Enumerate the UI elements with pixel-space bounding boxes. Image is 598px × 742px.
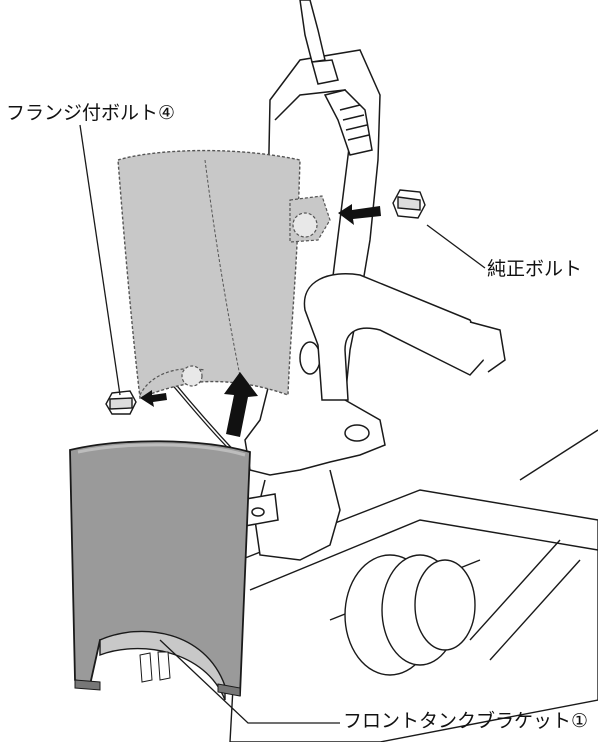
rear-bracket-outline <box>117 149 331 401</box>
brake-hose <box>299 0 373 156</box>
fork-tube-bottom <box>229 429 598 742</box>
flange-bolt-icon <box>105 390 137 415</box>
leader-lines <box>79 124 486 724</box>
arrows <box>140 204 381 437</box>
flange-bolt-label: フランジ付ボルト④ <box>6 102 176 124</box>
genuine-bolt-icon <box>392 189 426 219</box>
upper-hose-loop <box>303 273 506 401</box>
genuine-bolt-label: 純正ボルト <box>487 258 583 280</box>
front-tank-bracket-part <box>69 440 251 701</box>
front-tank-bracket-label: フロントタンクブラケット① <box>343 710 589 732</box>
